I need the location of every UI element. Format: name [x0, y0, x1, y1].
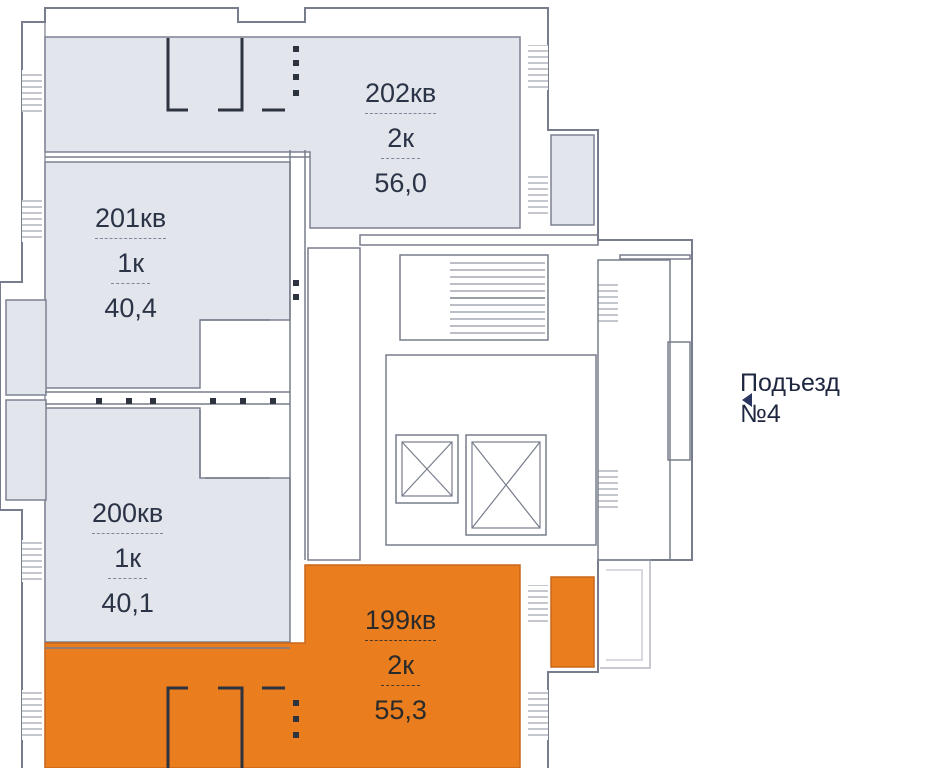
apartment-area: 55,3 [374, 695, 427, 725]
apartment-201-area[interactable] [44, 161, 291, 389]
apartment-shapes [5, 36, 595, 768]
apartment-area: 40,1 [101, 588, 154, 618]
thin-partitions [45, 150, 310, 649]
loggia-west-1 [5, 299, 47, 396]
elevators [401, 441, 541, 529]
stairs [450, 262, 545, 334]
apartment-201-label[interactable]: 201кв 1к 40,4 [95, 205, 167, 323]
loggia-202 [550, 134, 595, 226]
apartment-202-label[interactable]: 202кв 2к 56,0 [365, 80, 437, 198]
apartment-number: 201кв [95, 205, 167, 239]
loggia-west-2 [5, 399, 47, 501]
apartment-199-label[interactable]: 199кв 2к 55,3 [365, 607, 437, 725]
entrance-label: Подъезд №4 [740, 368, 840, 430]
apartment-rooms: 2к [381, 125, 421, 159]
apartment-rooms: 2к [381, 652, 421, 686]
partitions [166, 38, 285, 768]
entrance-line2: №4 [740, 400, 781, 428]
entrance-arrow-icon [742, 393, 752, 407]
apartment-area: 40,4 [104, 293, 157, 323]
apartment-rooms: 1к [111, 250, 151, 284]
apartment-200-area[interactable] [44, 407, 291, 643]
apartment-number: 200кв [92, 500, 164, 534]
apartment-rooms: 1к [108, 545, 148, 579]
apartment-number: 202кв [365, 80, 437, 114]
apartment-202-area[interactable] [44, 36, 521, 229]
apartment-200-label[interactable]: 200кв 1к 40,1 [92, 500, 164, 618]
apartment-199-area[interactable] [44, 564, 521, 768]
core [307, 234, 691, 561]
apartment-area: 56,0 [374, 168, 427, 198]
entrance-line1: Подъезд [740, 369, 840, 397]
apartment-number: 199кв [365, 607, 437, 641]
loggia-199 [550, 576, 595, 668]
vent-dots [96, 46, 299, 738]
